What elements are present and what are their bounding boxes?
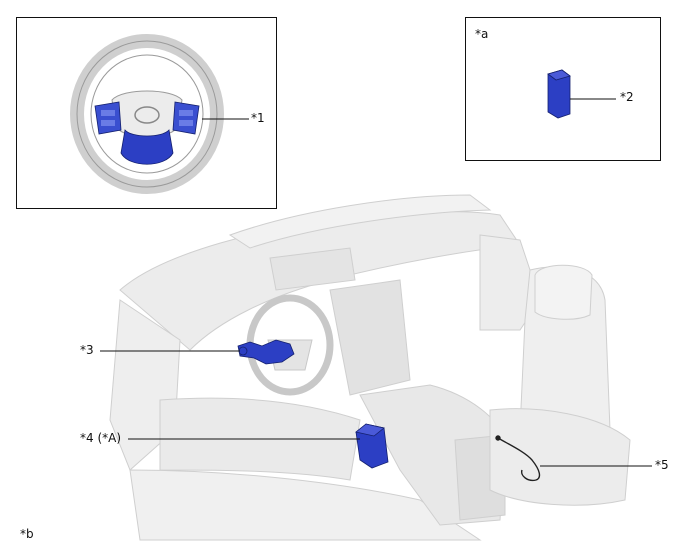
callout-1: *1 bbox=[251, 111, 265, 125]
note-a: *a bbox=[475, 27, 489, 41]
component-2-module bbox=[547, 69, 571, 119]
inset-steering-wheel-drawing bbox=[70, 34, 249, 194]
callout-5: *5 bbox=[655, 458, 669, 472]
seat-cushion bbox=[489, 408, 631, 506]
emblem-icon bbox=[134, 106, 160, 124]
center-display bbox=[269, 247, 356, 291]
windshield-edge bbox=[228, 194, 492, 249]
steering-wheel-hub bbox=[111, 90, 183, 138]
steering-lower-spoke bbox=[120, 129, 174, 165]
note-b: *b bbox=[20, 527, 34, 541]
component-5-harness bbox=[495, 435, 541, 482]
floor bbox=[129, 469, 482, 541]
inset-steering-wheel: *1 bbox=[16, 17, 277, 209]
steering-switch-right bbox=[172, 101, 200, 135]
seat-headrest bbox=[534, 264, 593, 320]
center-stack bbox=[329, 279, 411, 396]
steering-switch-left bbox=[94, 101, 122, 135]
inset-module: *a *2 bbox=[465, 17, 661, 161]
callout-2: *2 bbox=[620, 90, 634, 104]
inset-module-drawing bbox=[547, 69, 616, 119]
component-3-steering-switch bbox=[237, 339, 295, 365]
component-4-ecu bbox=[355, 423, 389, 469]
callout-3: *3 bbox=[80, 343, 94, 357]
callout-4: *4 (*A) bbox=[80, 431, 122, 445]
